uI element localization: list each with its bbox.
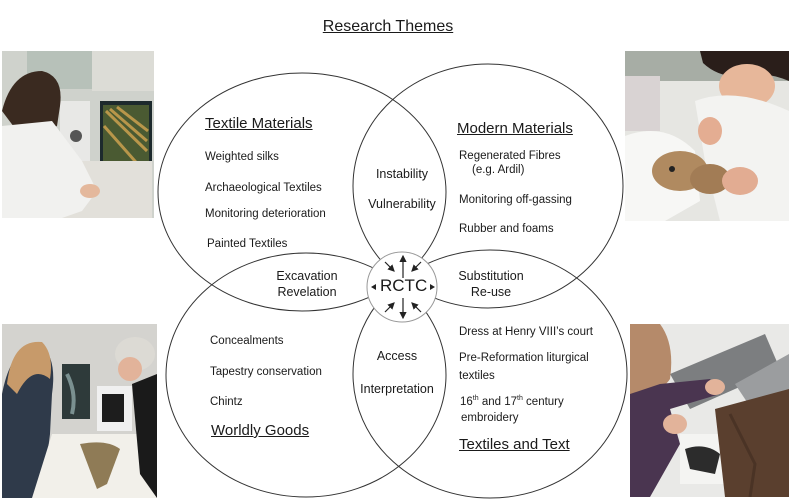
list-item: Weighted silks bbox=[205, 151, 279, 163]
photo-teddy-bear bbox=[625, 51, 789, 221]
overlap-top-label-2: Vulnerability bbox=[368, 197, 436, 211]
overlap-right-label-1: Substitution bbox=[458, 269, 524, 283]
list-item: Concealments bbox=[210, 335, 284, 347]
circle-worldly-goods bbox=[165, 252, 447, 498]
arrow-ne-in-icon bbox=[411, 261, 422, 272]
overlap-bottom-label-2: Interpretation bbox=[360, 382, 434, 396]
center-circle bbox=[366, 251, 438, 323]
heading-textile-materials: Textile Materials bbox=[205, 115, 313, 132]
arrow-nw-in-icon bbox=[384, 261, 395, 272]
diagram-title: Research Themes bbox=[322, 18, 454, 35]
circle-textiles-and-text bbox=[352, 249, 628, 499]
center-label: RCTC bbox=[380, 276, 428, 295]
circle-modern-materials bbox=[352, 63, 624, 309]
list-item: Archaeological Textiles bbox=[205, 182, 322, 194]
heading-textiles-and-text: Textiles and Text bbox=[459, 436, 570, 453]
arrow-right-icon bbox=[430, 284, 435, 290]
list-item: Tapestry conservation bbox=[210, 366, 322, 378]
photo-microscope bbox=[2, 51, 154, 218]
overlap-bottom-label-1: Access bbox=[376, 349, 418, 363]
list-item: embroidery bbox=[461, 412, 519, 424]
list-item: Monitoring deterioration bbox=[205, 208, 326, 220]
arrow-sw-in-icon bbox=[384, 302, 395, 313]
photo-archaeological-textile bbox=[2, 324, 157, 498]
overlap-top-label-1: Instability bbox=[375, 167, 429, 181]
list-item: Painted Textiles bbox=[207, 238, 288, 250]
list-item: Regenerated Fibres bbox=[459, 150, 561, 162]
list-item: textiles bbox=[459, 370, 495, 382]
overlap-left-label-1: Excavation bbox=[276, 269, 338, 283]
circle-textile-materials bbox=[157, 72, 447, 312]
list-item: (e.g. Ardil) bbox=[472, 164, 525, 176]
list-item: Chintz bbox=[210, 396, 243, 408]
heading-modern-materials: Modern Materials bbox=[457, 120, 573, 137]
arrow-se-in-icon bbox=[411, 302, 422, 313]
arrow-left-icon bbox=[371, 284, 376, 290]
overlap-left-label-2: Revelation bbox=[277, 285, 337, 299]
overlap-right-label-2: Re-use bbox=[470, 285, 512, 299]
photo-textiles-and-text bbox=[630, 324, 789, 497]
list-item: Rubber and foams bbox=[459, 223, 554, 235]
list-item: Pre-Reformation liturgical bbox=[459, 352, 589, 364]
heading-worldly-goods: Worldly Goods bbox=[211, 422, 310, 439]
list-item: 16th and 17th century bbox=[460, 395, 564, 408]
list-item: Monitoring off-gassing bbox=[459, 194, 572, 206]
list-item: Dress at Henry VIII’s court bbox=[459, 326, 593, 338]
